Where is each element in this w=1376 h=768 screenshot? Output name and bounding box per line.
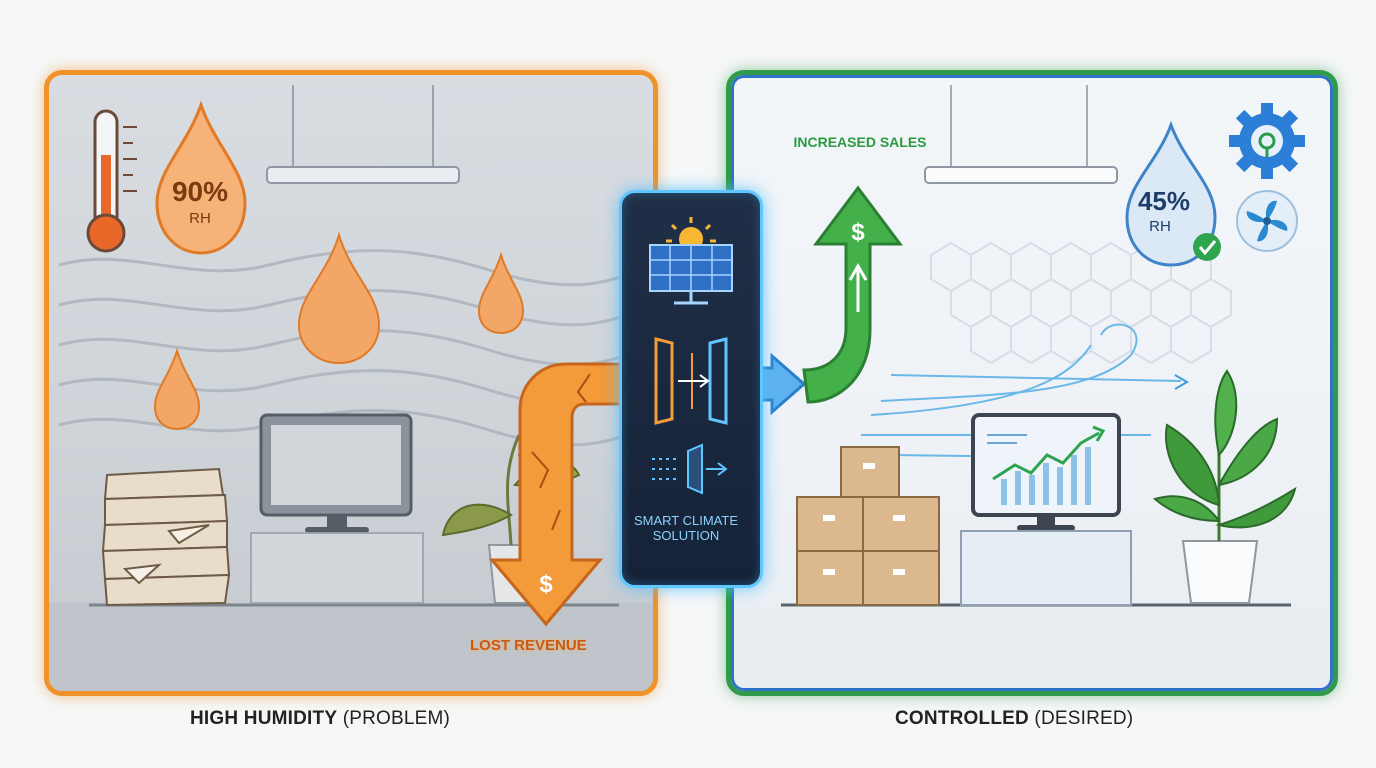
fogged-monitor-icon	[250, 413, 424, 604]
dollar-up-arrow-icon: $	[802, 185, 903, 404]
healthy-plant-icon	[1152, 369, 1297, 604]
water-drops	[153, 231, 525, 431]
smart-climate-solution-label: SMART CLIMATE SOLUTION	[633, 513, 739, 543]
humidity-drop-icon	[1125, 120, 1217, 267]
sales-chart-monitor-icon	[960, 413, 1132, 606]
problem-caption-rest: (PROBLEM)	[337, 708, 451, 729]
humidity-unit-high: RH	[189, 210, 211, 227]
door-sensor-icon	[654, 337, 728, 425]
humidity-value-controlled: 45%	[1137, 186, 1191, 216]
thermometer-icon	[86, 109, 137, 253]
controlled-caption: CONTROLLED (DESIRED)	[895, 708, 1133, 730]
svg-text:$: $	[539, 571, 553, 598]
dollar-down-arrow-icon: $	[488, 362, 642, 627]
hexagon-pattern	[930, 241, 1232, 365]
ceiling-light-icon	[266, 85, 460, 184]
solar-panel-icon	[649, 217, 733, 305]
smart-climate-solution-box	[619, 190, 763, 588]
humidity-value-high: 90%	[171, 176, 229, 207]
fan-icon	[1236, 190, 1298, 252]
increased-sales-label: INCREASED SALES	[793, 134, 927, 150]
humidity-drop-icon	[155, 100, 247, 255]
damp-paper-stack-icon	[101, 467, 231, 607]
humidity-unit-controlled: RH	[1149, 218, 1171, 235]
controlled-panel	[726, 70, 1338, 696]
inventory-boxes-icon	[796, 446, 940, 606]
checkmark-icon	[1193, 233, 1221, 261]
lost-revenue-label: LOST REVENUE	[470, 637, 587, 654]
controlled-caption-bold: CONTROLLED	[895, 708, 1029, 729]
ceiling-light-icon	[924, 85, 1118, 184]
problem-caption-bold: HIGH HUMIDITY	[190, 708, 338, 729]
controlled-caption-rest: (DESIRED)	[1028, 708, 1134, 729]
gear-icon	[1229, 103, 1305, 179]
problem-caption: HIGH HUMIDITY (PROBLEM)	[190, 708, 450, 730]
airflow-icon	[652, 443, 728, 495]
svg-text:$: $	[851, 219, 865, 246]
